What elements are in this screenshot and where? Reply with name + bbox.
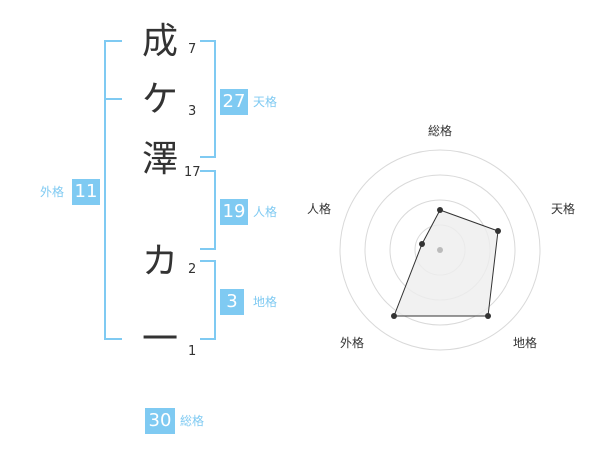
radar-label-jinkaku: 人格 <box>306 202 331 216</box>
radar-label-gaikaku: 外格 <box>339 336 364 350</box>
radar-label-tenkaku: 天格 <box>550 202 575 216</box>
radar-center-dot <box>437 247 443 253</box>
chikaku-value-box: 3 <box>220 289 244 315</box>
chikaku-label: 地格 <box>253 295 278 309</box>
tenkaku-bracket <box>200 40 220 160</box>
jinkaku-value-box: 19 <box>220 199 248 225</box>
name-char-5: 一 <box>141 319 178 360</box>
radar-ring-3 <box>364 174 516 326</box>
radar-point-gaikaku <box>391 313 397 319</box>
radar-point-tenkaku <box>495 228 501 234</box>
radar-point-soukaku <box>437 207 443 213</box>
stroke-count-4: 2 <box>188 262 197 277</box>
stroke-count-3: 17 <box>184 165 201 180</box>
stroke-count-5: 1 <box>188 344 197 359</box>
jinkaku-label: 人格 <box>253 205 278 219</box>
radar-chart <box>339 149 541 351</box>
radar-point-jinkaku <box>419 241 425 247</box>
chikaku-bracket <box>200 260 220 340</box>
radar-point-chikaku <box>485 313 491 319</box>
name-char-3: 澤 <box>141 139 178 180</box>
name-char-2: ケ <box>141 79 178 120</box>
tenkaku-value-box: 27 <box>220 89 248 115</box>
name-char-1: 成 <box>141 21 178 62</box>
gaikaku-value-box: 11 <box>72 179 100 205</box>
name-char-4: カ <box>141 241 178 282</box>
soukaku-value-box: 30 <box>145 408 175 434</box>
stroke-count-2: 3 <box>188 104 197 119</box>
jinkaku-bracket <box>200 170 220 250</box>
radar-label-soukaku: 総格 <box>427 124 452 138</box>
soukaku-label: 総格 <box>180 414 205 428</box>
tenkaku-label: 天格 <box>253 95 278 109</box>
gaikaku-bracket <box>104 40 124 340</box>
radar-ring-4 <box>339 149 541 351</box>
radar-area <box>393 209 499 317</box>
radar-label-chikaku: 地格 <box>512 336 537 350</box>
gaikaku-label: 外格 <box>40 185 65 199</box>
stroke-count-1: 7 <box>188 42 197 57</box>
